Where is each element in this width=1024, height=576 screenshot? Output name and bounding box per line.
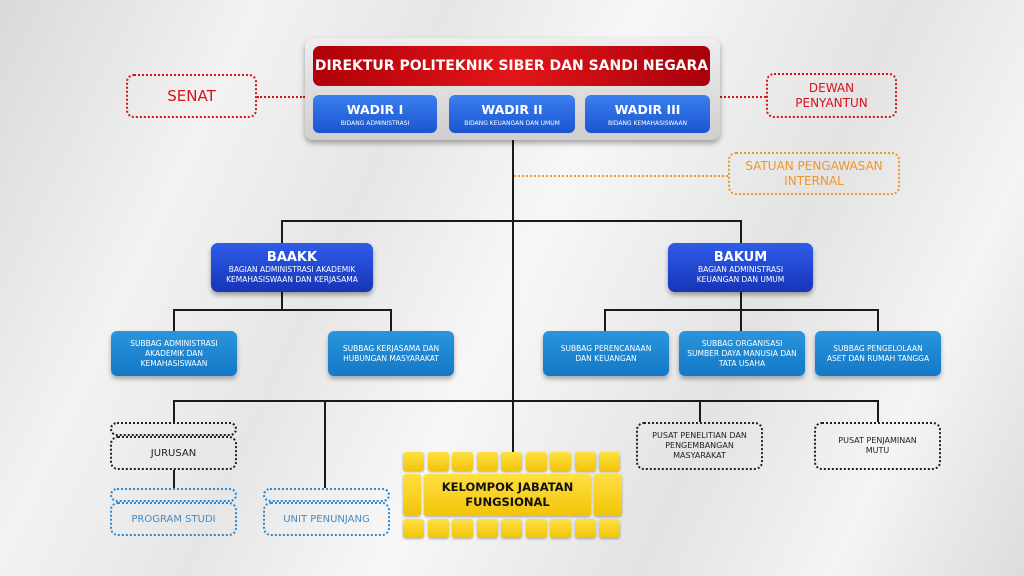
grid-cell bbox=[550, 452, 571, 471]
baakk-sub-line bbox=[281, 292, 283, 310]
subbag-label: SUBBAG ORGANISASI SUMBER DAYA MANUSIA DA… bbox=[687, 338, 797, 368]
wadir-title: WADIR I bbox=[346, 101, 404, 117]
grid-cell bbox=[574, 519, 596, 538]
bakum-sub-d2 bbox=[740, 309, 742, 331]
wadir-title: WADIR III bbox=[614, 101, 681, 117]
grid-cell bbox=[501, 519, 522, 538]
jurusan-label: JURUSAN bbox=[150, 447, 197, 459]
subbag-aset[interactable]: SUBBAG PENGELOLAAN ASET DAN RUMAH TANGGA bbox=[815, 331, 941, 376]
pusat-penelitian-label: PUSAT PENELITIAN DAN PENGEMBANGAN MASYAR… bbox=[652, 431, 747, 460]
dewan-connector bbox=[720, 96, 766, 98]
jurusan-drop bbox=[173, 400, 175, 422]
jurusan-box[interactable]: JURUSAN bbox=[110, 422, 237, 470]
bottom-h bbox=[173, 400, 879, 402]
senat-label: SENAT bbox=[167, 87, 216, 105]
director-label: DIREKTUR POLITEKNIK SIBER DAN SANDI NEGA… bbox=[314, 58, 709, 74]
pusat-penelitian-box[interactable]: PUSAT PENELITIAN DAN PENGEMBANGAN MASYAR… bbox=[636, 422, 763, 470]
jurusan-main: JURUSAN bbox=[110, 436, 237, 470]
unit-penunjang-box[interactable]: UNIT PENUNJANG bbox=[263, 488, 390, 536]
subbag-label: SUBBAG PENGELOLAAN ASET DAN RUMAH TANGGA bbox=[826, 343, 930, 363]
subbag-label: SUBBAG ADMINISTRASI AKADEMIK DAN KEMAHAS… bbox=[130, 338, 218, 368]
grid-cell bbox=[594, 474, 622, 516]
baakk-sub-d1 bbox=[173, 309, 175, 331]
spi-label: SATUAN PENGAWASAN INTERNAL bbox=[745, 158, 883, 188]
bakum-drop bbox=[740, 220, 742, 243]
pusat-mutu-box[interactable]: PUSAT PENJAMINAN MUTU bbox=[814, 422, 941, 470]
subbag-kerjasama[interactable]: SUBBAG KERJASAMA DAN HUBUNGAN MASYARAKAT bbox=[328, 331, 454, 376]
baakk-subtitle: BAGIAN ADMINISTRASI AKADEMIK KEMAHASISWA… bbox=[226, 265, 358, 284]
baakk-drop bbox=[281, 220, 283, 243]
kelompok-box[interactable]: KELOMPOK JABATAN FUNGSIONAL bbox=[403, 452, 622, 538]
grid-cell bbox=[452, 452, 473, 471]
wadir-subtitle: BIDANG KEMAHASISWAAN bbox=[607, 119, 688, 127]
subbag-label: SUBBAG PERENCANAAN DAN KEUANGAN bbox=[560, 343, 652, 363]
wadir-subtitle: BIDANG KEUANGAN DAN UMUM bbox=[464, 119, 560, 127]
grid-cell bbox=[599, 519, 620, 538]
senat-box[interactable]: SENAT bbox=[126, 74, 257, 118]
grid-cell bbox=[525, 452, 547, 471]
unit-drop bbox=[324, 400, 326, 488]
bakum-subtitle: BAGIAN ADMINISTRASI KEUANGAN DAN UMUM bbox=[696, 265, 785, 284]
grid-cell bbox=[427, 519, 449, 538]
grid-cell bbox=[403, 452, 424, 471]
kelompok-label: KELOMPOK JABATAN FUNGSIONAL bbox=[441, 480, 574, 509]
grid-cell bbox=[452, 519, 473, 538]
stack-layer bbox=[110, 488, 237, 502]
bakum-sub-line bbox=[740, 292, 742, 310]
baakk-sub-d2 bbox=[390, 309, 392, 331]
bakum-title: BAKUM bbox=[713, 250, 768, 265]
kelompok-center: KELOMPOK JABATAN FUNGSIONAL bbox=[424, 474, 591, 516]
subbag-perencanaan[interactable]: SUBBAG PERENCANAAN DAN KEUANGAN bbox=[543, 331, 669, 376]
subbag-akademik[interactable]: SUBBAG ADMINISTRASI AKADEMIK DAN KEMAHAS… bbox=[111, 331, 237, 376]
wadir-2-box[interactable]: WADIR II BIDANG KEUANGAN DAN UMUM bbox=[449, 95, 575, 133]
baakk-sub-h bbox=[173, 309, 392, 311]
program-studi-box[interactable]: PROGRAM STUDI bbox=[110, 488, 237, 536]
wadir-1-box[interactable]: WADIR I BIDANG ADMINISTRASI bbox=[313, 95, 437, 133]
grid-cell bbox=[403, 474, 421, 516]
wadir-3-box[interactable]: WADIR III BIDANG KEMAHASISWAAN bbox=[585, 95, 710, 133]
grid-cell bbox=[501, 452, 522, 471]
grid-cell bbox=[476, 452, 498, 471]
spi-box[interactable]: SATUAN PENGAWASAN INTERNAL bbox=[728, 152, 900, 195]
unit-penunjang-label: UNIT PENUNJANG bbox=[283, 513, 370, 525]
mutu-drop bbox=[877, 400, 879, 422]
grid-cell bbox=[403, 519, 424, 538]
spi-connector bbox=[514, 175, 728, 177]
stack-layer bbox=[110, 422, 237, 436]
unit-penunjang-main: UNIT PENUNJANG bbox=[263, 502, 390, 536]
trunk-line bbox=[512, 140, 514, 452]
wadir-subtitle: BIDANG ADMINISTRASI bbox=[340, 119, 410, 127]
senat-connector bbox=[257, 96, 305, 98]
grid-cell bbox=[476, 519, 498, 538]
grid-cell bbox=[525, 519, 547, 538]
subbag-label: SUBBAG KERJASAMA DAN HUBUNGAN MASYARAKAT bbox=[342, 343, 440, 363]
grid-cell bbox=[599, 452, 620, 471]
dewan-label: DEWAN PENYANTUN bbox=[795, 80, 868, 110]
bagian-line bbox=[282, 220, 742, 222]
dewan-box[interactable]: DEWAN PENYANTUN bbox=[766, 73, 897, 118]
penelitian-drop bbox=[699, 400, 701, 422]
grid-cell bbox=[427, 452, 449, 471]
program-studi-label: PROGRAM STUDI bbox=[131, 513, 216, 525]
prodi-drop bbox=[173, 470, 175, 488]
bakum-sub-d3 bbox=[877, 309, 879, 331]
grid-cell bbox=[550, 519, 571, 538]
wadir-title: WADIR II bbox=[481, 101, 543, 117]
bakum-sub-d1 bbox=[604, 309, 606, 331]
stack-layer bbox=[263, 488, 390, 502]
pusat-mutu-label: PUSAT PENJAMINAN MUTU bbox=[838, 436, 917, 455]
program-studi-main: PROGRAM STUDI bbox=[110, 502, 237, 536]
baakk-title: BAAKK bbox=[266, 250, 318, 265]
grid-cell bbox=[574, 452, 596, 471]
director-box[interactable]: DIREKTUR POLITEKNIK SIBER DAN SANDI NEGA… bbox=[313, 46, 710, 86]
subbag-sdm[interactable]: SUBBAG ORGANISASI SUMBER DAYA MANUSIA DA… bbox=[679, 331, 805, 376]
